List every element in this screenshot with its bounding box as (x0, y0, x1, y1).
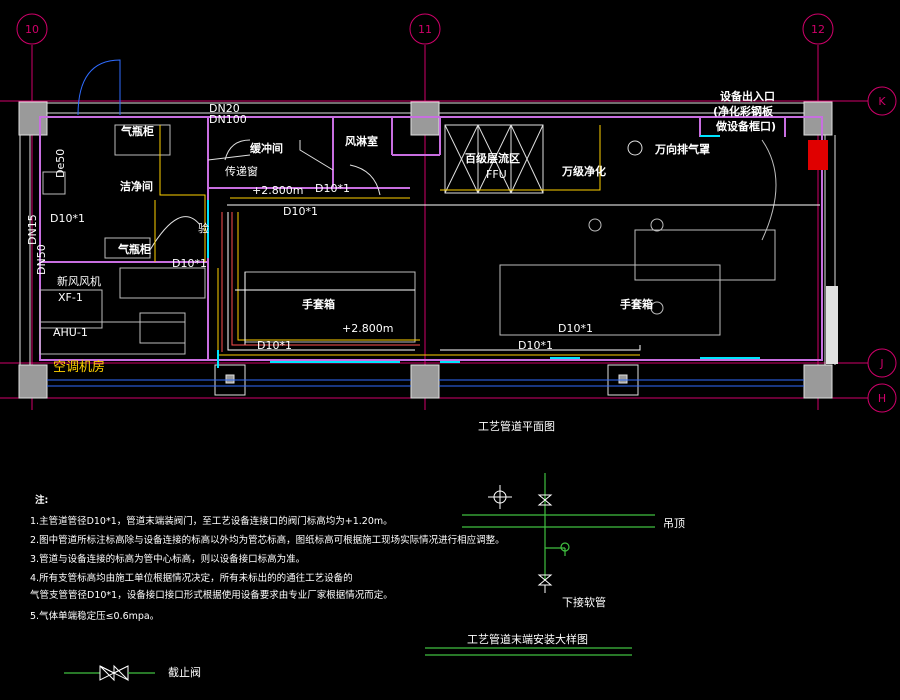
label-d10-e: D10*1 (518, 339, 553, 352)
label-ffu: FFU (486, 168, 507, 181)
room-air-shower: 风淋室 (345, 134, 378, 148)
note-line: 3.管道与设备连接的标高为管中心标高，则以设备接口标高为准。 (30, 553, 305, 565)
label-dn20: DN20 (209, 102, 240, 115)
label-universal-exhaust: 万向排气罩 (654, 142, 710, 156)
label-glovebox-1: 手套箱 (302, 297, 335, 311)
exhaust-hood-icon (627, 140, 643, 156)
notes-heading: 注: (35, 494, 48, 506)
label-glovebox-2: 手套箱 (620, 297, 653, 311)
label-dn100: DN100 (209, 113, 247, 126)
label-xf1-desc: 新风风机 (57, 274, 101, 288)
grid-bubble-K: K (867, 86, 897, 116)
stop-valve-icon (99, 665, 129, 681)
room-gas-cabinet-2: 气瓶柜 (117, 242, 151, 256)
detail-ceiling: 吊顶 (663, 517, 685, 530)
room-ten-thousand-class: 万级净化 (561, 164, 606, 178)
grid-bubble-12: 12 (802, 13, 834, 45)
clean-room-partitions (39, 116, 823, 361)
room-hundred-class: 百级层流区 (465, 151, 520, 165)
label-d10-b: D10*1 (283, 205, 318, 218)
detail-title: 工艺管道末端安装大样图 (467, 632, 588, 646)
svg-text:12: 12 (811, 23, 825, 36)
room-gas-cabinet-1: 气瓶柜 (120, 124, 154, 138)
grid-bubble-10: 10 (16, 13, 48, 45)
note-line: 1.主管道管径D10*1，管道末端装阀门，至工艺设备连接口的阀门标高均为+1.2… (30, 515, 393, 527)
svg-text:H: H (878, 392, 886, 405)
note-line: 4.所有支管标高均由施工单位根据情况决定，所有未标出的的通往工艺设备的 (30, 572, 353, 584)
plan-title: 工艺管道平面图 (478, 419, 555, 433)
label-ahu1: AHU-1 (53, 326, 88, 339)
room-buffer: 缓冲间 (250, 141, 283, 155)
label-equipment-entrance-2: (净化彩钢板 (713, 104, 774, 118)
svg-text:10: 10 (25, 23, 39, 36)
grid-bubble-J: J (867, 348, 897, 378)
note-line: 5.气体单端稳定压≤0.6mpa。 (30, 610, 159, 622)
label-dn50: DN50 (35, 244, 48, 275)
label-d10-g: D10*1 (50, 212, 85, 225)
svg-text:11: 11 (418, 23, 432, 36)
label-d10-d: D10*1 (257, 339, 292, 352)
label-equipment-entrance-3: 做设备框口) (715, 119, 776, 133)
label-elev-2: +2.800m (342, 322, 393, 335)
label-elev-1: +2.800m (252, 184, 303, 197)
svg-text:J: J (879, 357, 883, 370)
label-d10-f: D10*1 (558, 322, 593, 335)
grid-bubble-H: H (867, 383, 897, 413)
label-d10-a: D10*1 (315, 182, 350, 195)
ffu-units (444, 124, 544, 194)
label-equipment-entrance-1: 设备出入口 (720, 89, 775, 103)
room-ahu: 空调机房 (53, 359, 105, 375)
legend-valve-label: 截止阀 (168, 665, 201, 679)
label-d10-c: D10*1 (172, 257, 207, 270)
notes-block: 注: 1.主管道管径D10*1，管道末端装阀门，至工艺设备连接口的阀门标高均为+… (30, 494, 505, 622)
room-clean-room: 洁净间 (120, 179, 153, 193)
note-line: 2.图中管道所标注标高除与设备连接的标高以外均为管芯标高，图纸标高可根据施工现场… (30, 534, 505, 546)
label-side-small: 验 (198, 221, 209, 235)
label-dn15: DN15 (26, 214, 39, 245)
legend-valve: 截止阀 (64, 664, 201, 682)
building-walls (19, 102, 838, 387)
process-pipes (154, 125, 820, 368)
grid-bubble-11: 11 (409, 13, 441, 45)
label-de50: De50 (54, 149, 67, 178)
label-pass-box: 传递窗 (225, 164, 258, 178)
equipment-outlines (39, 124, 777, 355)
pipe-end-detail: 吊顶 下接软管 工艺管道末端安装大样图 (425, 473, 685, 656)
note-line: 气管支管管径D10*1，设备接口接口形式根据使用设备要求由专业厂家根据情况而定。 (30, 589, 393, 601)
doors (77, 59, 828, 251)
label-xf1: XF-1 (58, 291, 83, 304)
svg-text:K: K (878, 95, 886, 108)
detail-lower-connection: 下接软管 (562, 595, 606, 609)
